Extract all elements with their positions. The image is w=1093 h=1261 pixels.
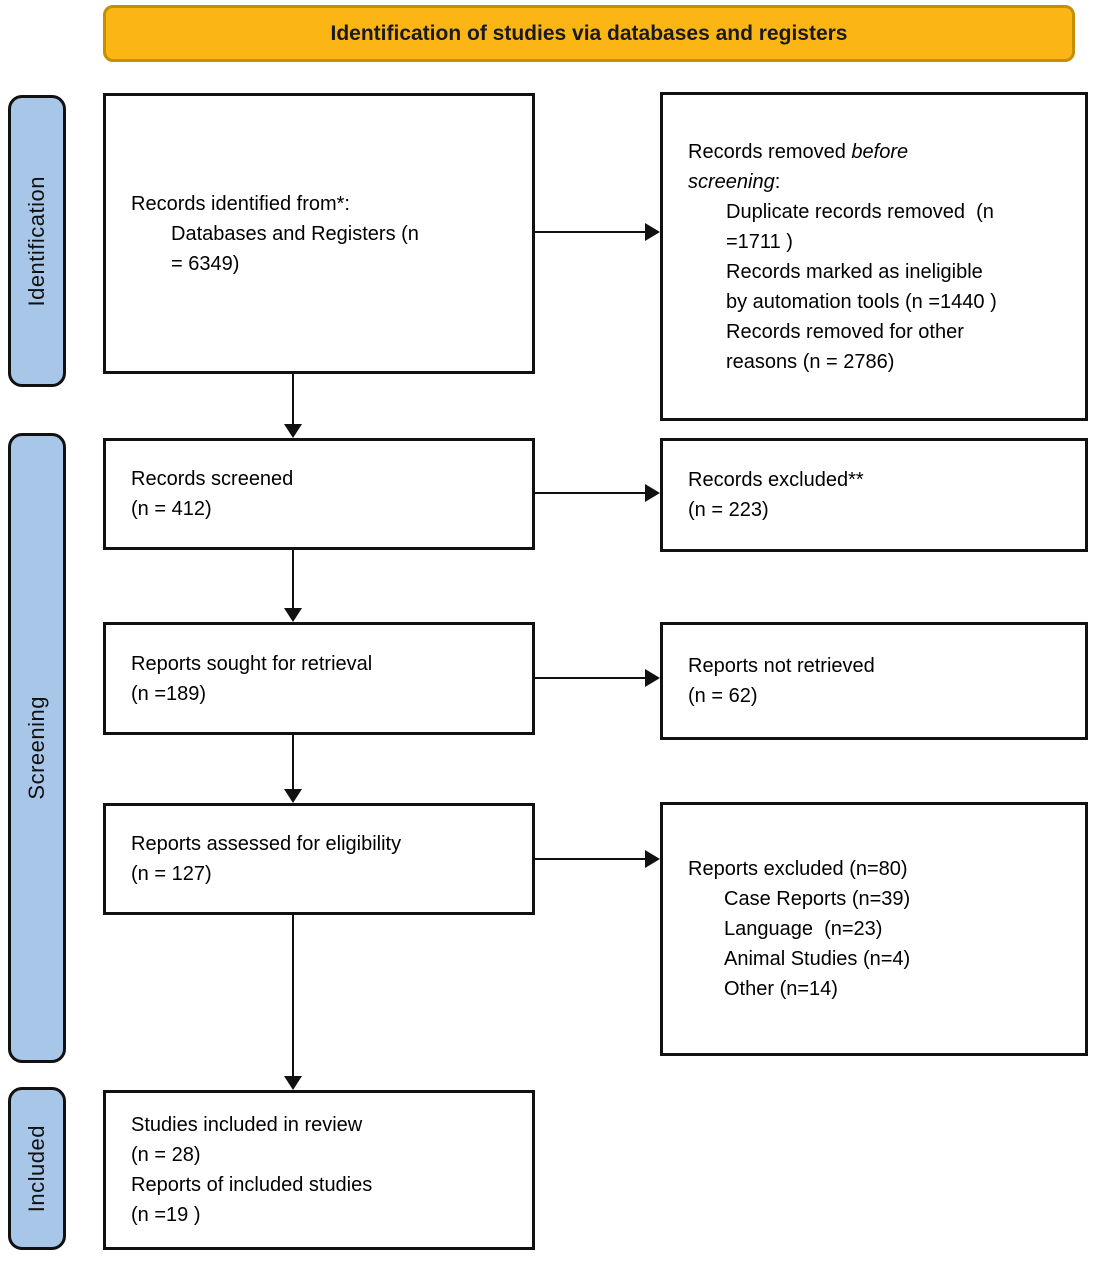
box-line: =1711 ) [726, 230, 793, 253]
box-studies-included: Studies included in review (n = 28) Repo… [103, 1090, 535, 1250]
box-line: Language (n=23) [724, 918, 883, 940]
banner-title-label: Identification of studies via databases … [330, 21, 848, 45]
box-records-screened: Records screened (n = 412) [103, 438, 535, 550]
box-line: reasons (n = 2786) [726, 350, 895, 373]
arrow-screened-to-sought [292, 550, 294, 608]
box-line: Studies included in review [131, 1114, 363, 1136]
stage-screening-label: Screening [24, 696, 49, 800]
box-line: Records screened [131, 468, 294, 490]
box-reports-sought: Reports sought for retrieval (n =189) [103, 622, 535, 735]
box-line: Reports sought for retrieval [131, 652, 373, 675]
box-line: Reports assessed for eligibility [131, 833, 402, 855]
arrowhead-right-icon [645, 484, 660, 502]
arrow-identified-to-screened [292, 374, 294, 424]
arrowhead-right-icon [645, 669, 660, 687]
arrow-sought-to-assessed [292, 735, 294, 789]
box-line: Records excluded** [688, 469, 864, 491]
box-records-excluded: Records excluded** (n = 223) [660, 438, 1088, 552]
arrow-assessed-to-included [292, 915, 294, 1076]
stage-screening: Screening [8, 433, 66, 1063]
box-records-removed: Records removed before screening: Duplic… [660, 92, 1088, 421]
box-line: (n = 62) [688, 685, 758, 707]
arrowhead-down-icon [284, 424, 302, 438]
arrowhead-right-icon [645, 223, 660, 241]
box-line: Reports excluded (n=80) [688, 858, 908, 880]
arrow-identified-to-removed [535, 231, 645, 233]
stage-identification-label: Identification [24, 175, 49, 307]
box-line: Animal Studies (n=4) [724, 948, 911, 970]
box-line: (n = 223) [688, 499, 769, 521]
arrowhead-down-icon [284, 1076, 302, 1090]
box-line: by automation tools (n =1440 ) [726, 290, 997, 313]
arrow-screened-to-excluded [535, 492, 645, 494]
banner-title: Identification of studies via databases … [103, 5, 1075, 62]
box-reports-not-retrieved: Reports not retrieved (n = 62) [660, 622, 1088, 740]
arrow-assessed-to-excluded [535, 858, 645, 860]
arrow-sought-to-not-retrieved [535, 677, 645, 679]
box-line: Reports of included studies [131, 1174, 373, 1196]
arrowhead-down-icon [284, 789, 302, 803]
box-reports-excluded: Reports excluded (n=80) Case Reports (n=… [660, 802, 1088, 1056]
box-reports-assessed: Reports assessed for eligibility (n = 12… [103, 803, 535, 915]
box-records-identified: Records identified from*: Databases and … [103, 93, 535, 374]
stage-included-label: Included [24, 1124, 49, 1213]
box-line: Records removed before [688, 140, 909, 163]
box-line: (n = 412) [131, 498, 212, 520]
box-line: Other (n=14) [724, 978, 838, 1000]
box-line: Records identified from*: [131, 192, 350, 215]
box-line: Reports not retrieved [688, 655, 875, 677]
box-line: screening: [688, 170, 781, 193]
box-line: (n = 28) [131, 1144, 201, 1166]
arrowhead-right-icon [645, 850, 660, 868]
arrowhead-down-icon [284, 608, 302, 622]
box-line: Databases and Registers (n [171, 222, 419, 245]
stage-included: Included [8, 1087, 66, 1250]
stage-identification: Identification [8, 95, 66, 387]
box-line: = 6349) [171, 252, 240, 275]
box-line: Records marked as ineligible [726, 260, 983, 283]
box-line: (n =19 ) [131, 1204, 201, 1226]
box-line: Records removed for other [726, 320, 964, 343]
box-line: (n =189) [131, 682, 207, 705]
box-line: (n = 127) [131, 863, 212, 885]
box-line: Case Reports (n=39) [724, 888, 911, 910]
box-line: Duplicate records removed (n [726, 200, 994, 223]
